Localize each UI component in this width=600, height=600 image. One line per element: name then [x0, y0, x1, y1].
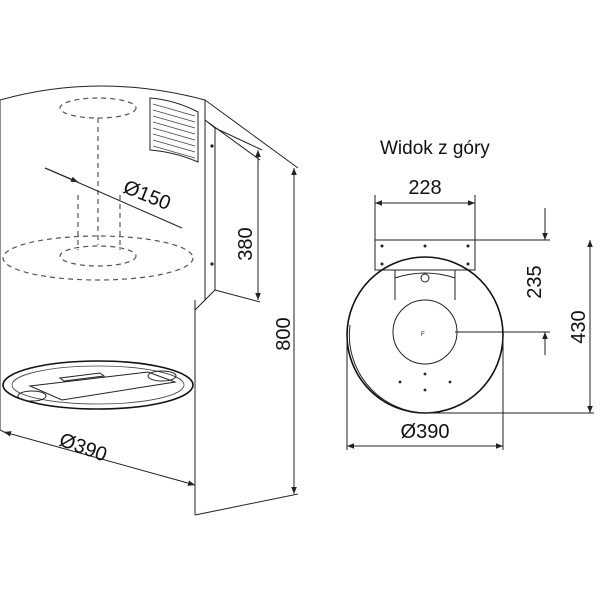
top-view-title: Widok z góry	[380, 138, 490, 159]
dim-depth-bracket: 235	[524, 265, 546, 298]
duct-opening-top	[392, 299, 458, 365]
dim-diameter-body-top: Ø390	[401, 421, 450, 443]
svg-text:F: F	[421, 332, 425, 338]
dim-height-total: 800	[273, 317, 295, 350]
wall-bracket	[194, 119, 261, 311]
top-duct-opening	[59, 97, 137, 119]
dim-height-duct: 380	[235, 227, 257, 260]
wall-plate	[374, 239, 476, 271]
dim-diameter-duct: Ø150	[120, 176, 174, 215]
bottom-panel	[2, 360, 194, 410]
dim-diameter-body-side: Ø390	[56, 429, 110, 466]
dim-depth-total: 430	[568, 310, 590, 343]
middle-section-outline	[2, 235, 194, 281]
dim-width-bracket: 228	[408, 177, 441, 199]
side-view: Ø150 380 800 Ø390	[0, 85, 299, 516]
top-view: Widok z góry 228 F 235 430	[346, 138, 594, 450]
vent-grille	[149, 97, 199, 163]
